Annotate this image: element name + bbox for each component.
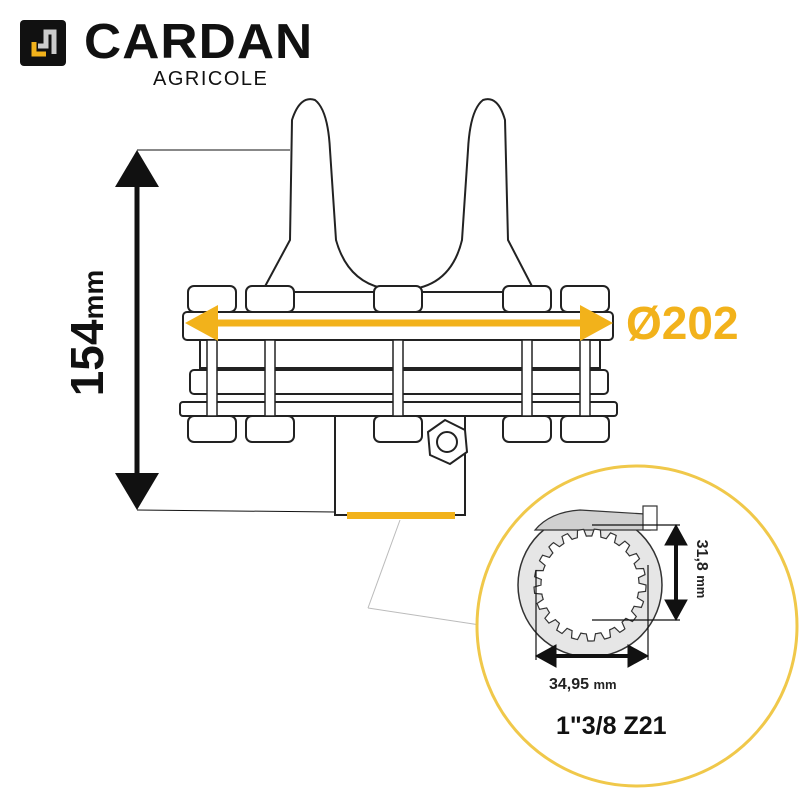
height-label: 154mm bbox=[61, 238, 113, 428]
bolt-top bbox=[373, 285, 423, 313]
logo-icon bbox=[20, 20, 66, 66]
leader-line bbox=[367, 519, 401, 609]
spline-dimensions bbox=[534, 523, 688, 668]
spline-width-value: 34,95 bbox=[549, 676, 590, 693]
shaft-end-marker bbox=[347, 512, 455, 519]
bolt-shank bbox=[264, 339, 276, 417]
bolt-bottom bbox=[502, 415, 552, 443]
bolt-shank bbox=[206, 339, 218, 417]
height-value: 154 bbox=[61, 319, 113, 397]
spline-teeth bbox=[533, 528, 647, 642]
bolt-top bbox=[245, 285, 295, 313]
spline-spec: 1"3/8 Z21 bbox=[556, 712, 667, 740]
bolt-shank bbox=[392, 339, 404, 417]
spline-width-label: 34,95 mm bbox=[549, 676, 617, 694]
height-unit: mm bbox=[78, 269, 109, 320]
bolt-bottom bbox=[187, 415, 237, 443]
bolt-bottom bbox=[560, 415, 610, 443]
spline-depth-unit: mm bbox=[694, 575, 709, 599]
spline-depth-value: 31,8 bbox=[693, 539, 710, 571]
brand-name: CARDAN bbox=[84, 15, 314, 69]
bolt-shank bbox=[521, 339, 533, 417]
bolt-top bbox=[187, 285, 237, 313]
spline-depth-label: 31,8 mm bbox=[692, 534, 710, 604]
brand-subtitle: AGRICOLE bbox=[153, 68, 269, 90]
bolt-top bbox=[502, 285, 552, 313]
grease-nipple bbox=[426, 418, 469, 466]
bolt-bottom bbox=[373, 415, 423, 443]
bolt-shank bbox=[579, 339, 591, 417]
bolt-bottom bbox=[245, 415, 295, 443]
height-dimension bbox=[115, 149, 336, 513]
spline-width-unit: mm bbox=[593, 677, 617, 692]
diameter-dimension bbox=[185, 305, 613, 341]
diameter-label: Ø202 bbox=[626, 297, 739, 349]
yoke-prongs bbox=[260, 98, 537, 293]
flange-bolts bbox=[187, 285, 610, 443]
